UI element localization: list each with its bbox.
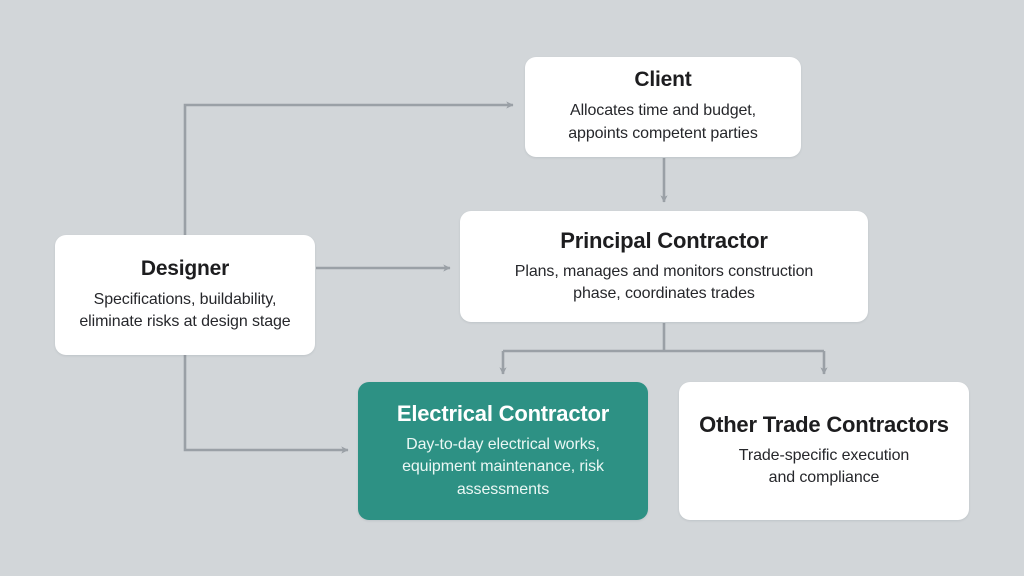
node-other-trade-contractors-desc-line-2: and compliance bbox=[768, 469, 880, 487]
node-electrical-contractor-description: Day-to-day electrical works, equipment m… bbox=[402, 434, 604, 500]
node-electrical-contractor-desc-line-2: equipment maintenance, risk bbox=[402, 458, 604, 476]
node-client-desc-line-2: appoints competent parties bbox=[568, 124, 758, 142]
node-other-trade-contractors[interactable]: Other Trade Contractors Trade-specific e… bbox=[679, 382, 969, 520]
node-other-trade-contractors-desc-line-1: Trade-specific execution bbox=[738, 447, 910, 465]
node-client-title: Client bbox=[634, 68, 692, 92]
node-client[interactable]: Client Allocates time and budget, appoin… bbox=[525, 57, 801, 157]
node-principal-contractor-desc-line-2: phase, coordinates trades bbox=[573, 284, 755, 302]
node-electrical-contractor-desc-line-3: assessments bbox=[456, 480, 550, 498]
node-principal-contractor[interactable]: Principal Contractor Plans, manages and … bbox=[460, 211, 868, 322]
node-designer-desc-line-2: eliminate risks at design stage bbox=[79, 312, 291, 330]
node-designer-title: Designer bbox=[140, 257, 230, 281]
node-designer[interactable]: Designer Specifications, buildability, e… bbox=[55, 235, 315, 355]
node-principal-contractor-description: Plans, manages and monitors construction… bbox=[515, 261, 813, 305]
node-electrical-contractor-title: Electrical Contractor bbox=[396, 401, 610, 427]
node-principal-contractor-desc-line-1: Plans, manages and monitors construction bbox=[514, 262, 814, 280]
node-client-desc-line-1: Allocates time and budget, bbox=[570, 102, 756, 120]
node-electrical-contractor-desc-line-1: Day-to-day electrical works, bbox=[406, 436, 600, 454]
node-designer-desc-line-1: Specifications, buildability, bbox=[93, 290, 277, 308]
node-other-trade-contractors-title: Other Trade Contractors bbox=[699, 412, 949, 438]
node-principal-contractor-title: Principal Contractor bbox=[560, 227, 768, 253]
edge-principal-bus bbox=[503, 323, 824, 353]
node-client-description: Allocates time and budget, appoints comp… bbox=[568, 100, 758, 145]
node-electrical-contractor[interactable]: Electrical Contractor Day-to-day electri… bbox=[358, 382, 648, 520]
node-designer-description: Specifications, buildability, eliminate … bbox=[79, 289, 290, 333]
node-other-trade-contractors-description: Trade-specific execution and compliance bbox=[738, 445, 910, 489]
